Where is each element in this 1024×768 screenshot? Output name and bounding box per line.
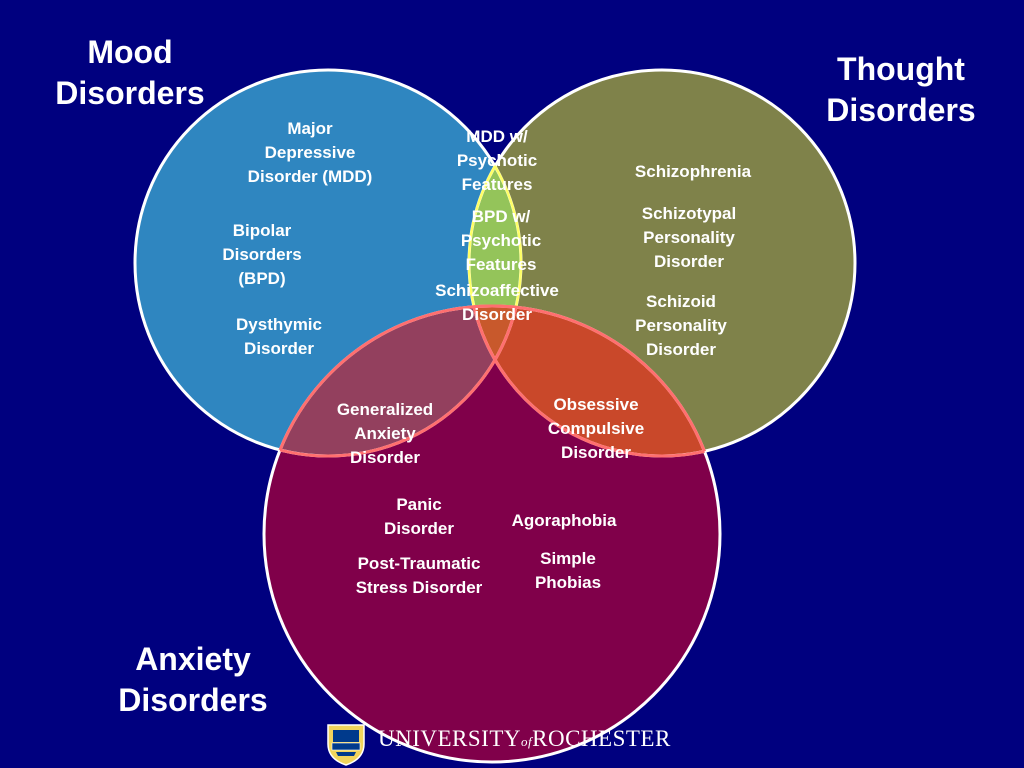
logo-part-of: of xyxy=(521,734,533,749)
thought-disorders-title: Thought Disorders xyxy=(826,51,976,128)
schizoid-label: Schizoid Personality Disorder xyxy=(635,292,727,359)
logo-part-university: UNIVERSITY xyxy=(378,726,521,751)
anxiety-disorders-title: Anxiety Disorders xyxy=(118,641,268,718)
phobias-label: Simple Phobias xyxy=(534,549,602,592)
university-seal-icon xyxy=(327,724,365,766)
agoraphobia-label: Agoraphobia xyxy=(511,511,617,530)
mood-edge-in-anxiety xyxy=(264,306,523,458)
thought-anxiety-overlap xyxy=(469,306,720,456)
logo-part-rochester: ROCHESTER xyxy=(532,726,671,751)
anxiety-edge-in-thought xyxy=(469,304,722,456)
schizotypal-label: Schizotypal Personality Disorder xyxy=(641,204,737,271)
gad-label: Generalized Anxiety Disorder xyxy=(336,400,434,467)
mood-anxiety-overlap xyxy=(264,306,521,456)
mood-edge-in-thought xyxy=(469,70,523,456)
mdd-psychotic-label: MDD w/ Psychotic Features xyxy=(456,127,538,194)
bpd-psychotic-label: BPD w/ Psychotic Features xyxy=(460,207,542,274)
schizoaffective-label: Schizoaffective Disorder xyxy=(435,281,559,324)
ocd-label: Obsessive Compulsive Disorder xyxy=(547,395,645,462)
mdd-label: Major Depressive Disorder (MDD) xyxy=(247,119,373,186)
schizophrenia-label: Schizophrenia xyxy=(634,162,752,181)
ptsd-label: Post-Traumatic Stress Disorder xyxy=(355,554,483,597)
panic-label: Panic Disorder xyxy=(384,495,454,538)
bpd-label: Bipolar Disorders (BPD) xyxy=(222,221,302,288)
mood-disorders-title: Mood Disorders xyxy=(55,34,205,111)
thought-edge-in-anxiety xyxy=(467,306,720,458)
dysthymic-label: Dysthymic Disorder xyxy=(236,315,322,358)
thought-edge-in-mood xyxy=(467,70,521,456)
university-logo: UNIVERSITYofROCHESTER xyxy=(378,726,671,752)
